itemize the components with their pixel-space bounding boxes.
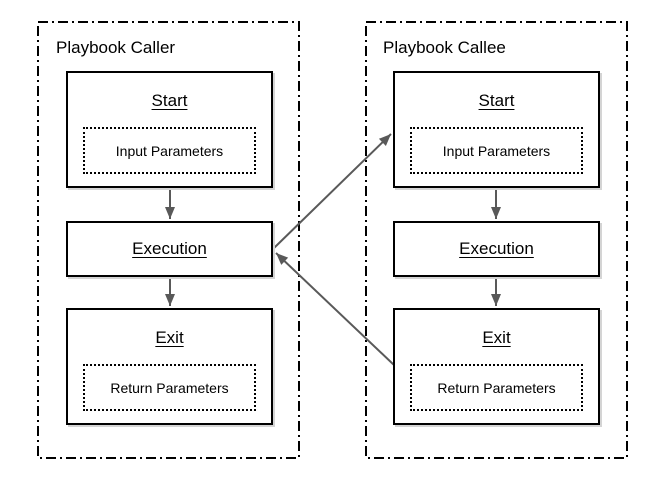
callee-exit-node: Exit Return Parameters [393,308,600,425]
callee-input-parameters-box: Input Parameters [410,127,583,174]
callee-exit-label: Exit [482,328,511,347]
caller-start-label: Start [151,91,188,110]
callee-start-node: Start Input Parameters [393,71,600,188]
callee-start-label: Start [478,91,515,110]
caller-execution-label: Execution [132,239,207,258]
arrow-callee-exit-to-caller-execution [275,252,395,366]
caller-input-parameters-box: Input Parameters [83,127,256,174]
callee-execution-node: Execution [393,221,600,277]
callee-return-parameters-box: Return Parameters [410,364,583,411]
callee-return-parameters-label: Return Parameters [437,379,556,396]
callee-execution-label: Execution [459,239,534,258]
caller-input-parameters-label: Input Parameters [115,142,224,159]
caller-return-parameters-label: Return Parameters [110,379,229,396]
caller-return-parameters-box: Return Parameters [83,364,256,411]
caller-exit-node: Exit Return Parameters [66,308,273,425]
playbook-caller-frame [37,21,300,459]
caller-start-node: Start Input Parameters [66,71,273,188]
caller-exit-label: Exit [155,328,184,347]
callee-input-parameters-label: Input Parameters [442,142,551,159]
caller-execution-node: Execution [66,221,273,277]
playbook-callee-title: Playbook Callee [383,38,506,57]
playbook-callee-frame [365,21,628,459]
playbook-caller-title: Playbook Caller [56,38,176,57]
arrow-caller-execution-to-callee-start [273,133,392,249]
